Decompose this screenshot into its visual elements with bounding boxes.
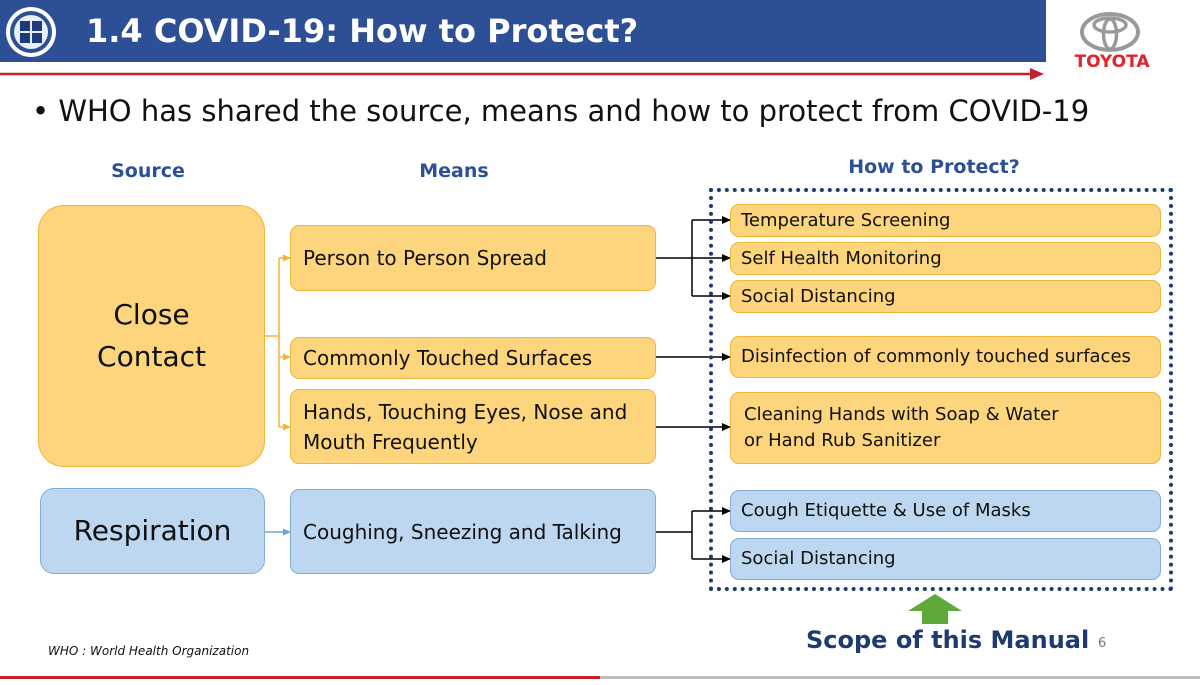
intro-bullet-text: WHO has shared the source, means and how… (58, 94, 1090, 128)
footer-line (0, 666, 1200, 679)
column-heading-how-to-protect: How to Protect? (848, 156, 1020, 178)
header-bar (0, 0, 1046, 62)
column-heading-source: Source (111, 160, 185, 182)
means-touching-face: Hands, Touching Eyes, Nose and Mouth Fre… (290, 389, 656, 464)
protect-social-distancing-respiration: Social Distancing (730, 538, 1161, 580)
means-label: Coughing, Sneezing and Talking (303, 519, 622, 544)
protect-temperature-screening: Temperature Screening (730, 204, 1161, 237)
protect-social-distancing: Social Distancing (730, 280, 1161, 313)
page-number: 6 (1098, 636, 1107, 651)
intro-bullet: • WHO has shared the source, means and h… (32, 94, 1090, 128)
protect-label: Social Distancing (741, 285, 896, 307)
grid-logo-icon (5, 6, 57, 58)
protect-disinfection: Disinfection of commonly touched surface… (730, 336, 1161, 378)
source-close-contact: Close Contact (38, 205, 265, 467)
means-label: Commonly Touched Surfaces (303, 346, 593, 370)
protect-label: Cough Etiquette & Use of Masks (741, 500, 1031, 521)
protect-label: Social Distancing (741, 548, 896, 569)
means-label: Person to Person Spread (303, 246, 547, 270)
source-respiration: Respiration (40, 488, 265, 574)
means-touched-surfaces: Commonly Touched Surfaces (290, 337, 656, 379)
means-coughing-sneezing: Coughing, Sneezing and Talking (290, 489, 656, 574)
protect-label: Self Health Monitoring (741, 247, 942, 269)
toyota-logo-icon (1062, 8, 1192, 78)
footnote: WHO : World Health Organization (48, 644, 250, 658)
protect-label: Temperature Screening (741, 209, 951, 231)
scope-dotted-frame (709, 188, 1173, 591)
source-respiration-label: Respiration (73, 514, 232, 547)
protect-cleaning-hands: Cleaning Hands with Soap & Water or Hand… (730, 392, 1161, 464)
means-person-to-person: Person to Person Spread (290, 225, 656, 291)
brand-name: TOYOTA (1074, 52, 1150, 72)
protect-cough-etiquette: Cough Etiquette & Use of Masks (730, 490, 1161, 532)
header-underline-arrow (0, 66, 1046, 80)
column-heading-means: Means (419, 160, 489, 182)
scope-label: Scope of this Manual (806, 626, 1090, 654)
green-up-arrow-icon (908, 594, 962, 624)
means-label: Hands, Touching Eyes, Nose and Mouth Fre… (303, 399, 628, 454)
source-close-contact-label: Close Contact (97, 298, 206, 373)
protect-self-health-monitoring: Self Health Monitoring (730, 242, 1161, 275)
page-title: 1.4 COVID-19: How to Protect? (86, 12, 639, 50)
protect-label: Disinfection of commonly touched surface… (741, 346, 1131, 367)
protect-label: Cleaning Hands with Soap & Water or Hand… (744, 404, 1059, 451)
